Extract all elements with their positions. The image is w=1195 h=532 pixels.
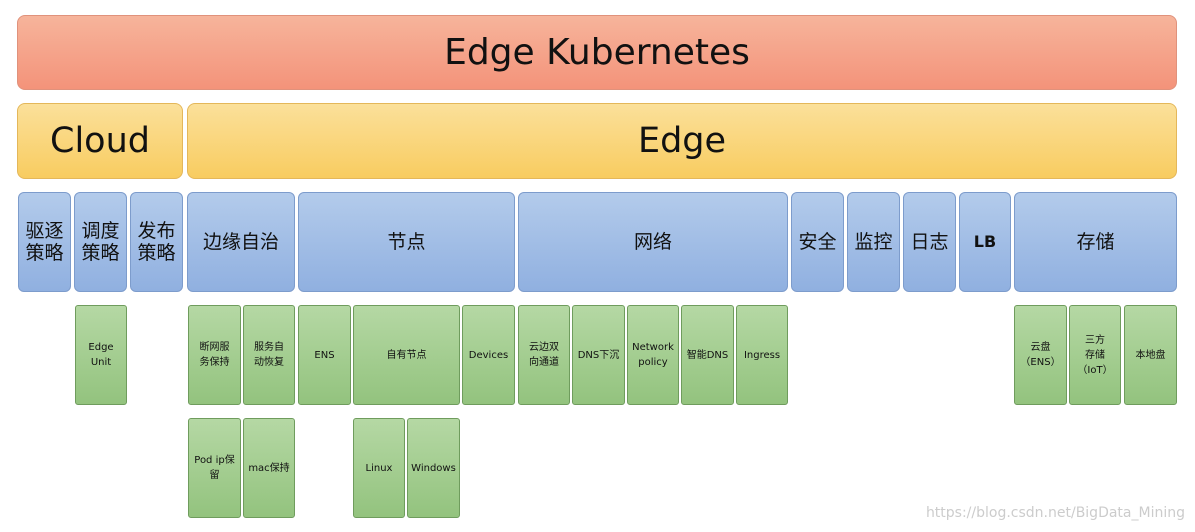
cloud-edge-tunnel-box: 云边双 向通道: [518, 305, 570, 405]
service-auto-recovery-box: 服务自 动恢复: [243, 305, 295, 405]
cloud-disk-box: 云盘 （ENS）: [1014, 305, 1067, 405]
eviction-policy-box: 驱逐 策略: [18, 192, 71, 292]
edge-unit-box: Edge Unit: [75, 305, 127, 405]
pod-ip-keep-box: Pod ip保 留: [188, 418, 241, 518]
monitoring-box: 监控: [847, 192, 900, 292]
edge-kubernetes-title: Edge Kubernetes: [17, 15, 1177, 90]
log-box: 日志: [903, 192, 956, 292]
local-disk-box: 本地盘: [1124, 305, 1177, 405]
own-node-box: 自有节点: [353, 305, 460, 405]
offline-service-keep-box: 断网服 务保持: [188, 305, 241, 405]
security-box: 安全: [791, 192, 844, 292]
watermark-text: https://blog.csdn.net/BigData_Mining: [925, 505, 1185, 521]
release-policy-box: 发布 策略: [130, 192, 183, 292]
network-policy-box: Network policy: [627, 305, 679, 405]
linux-box: Linux: [353, 418, 405, 518]
network-box: 网络: [518, 192, 788, 292]
ens-box: ENS: [298, 305, 351, 405]
edge-autonomy-box: 边缘自治: [187, 192, 295, 292]
devices-box: Devices: [462, 305, 515, 405]
storage-box: 存储: [1014, 192, 1177, 292]
cloud-layer: Cloud: [17, 103, 183, 179]
ingress-box: Ingress: [736, 305, 788, 405]
scheduling-policy-box: 调度 策略: [74, 192, 127, 292]
lb-box: LB: [959, 192, 1011, 292]
mac-keep-box: mac保持: [243, 418, 295, 518]
node-box: 节点: [298, 192, 515, 292]
third-party-storage-box: 三方 存储 （IoT）: [1069, 305, 1121, 405]
smart-dns-box: 智能DNS: [681, 305, 734, 405]
windows-box: Windows: [407, 418, 460, 518]
edge-layer: Edge: [187, 103, 1177, 179]
dns-sink-box: DNS下沉: [572, 305, 625, 405]
